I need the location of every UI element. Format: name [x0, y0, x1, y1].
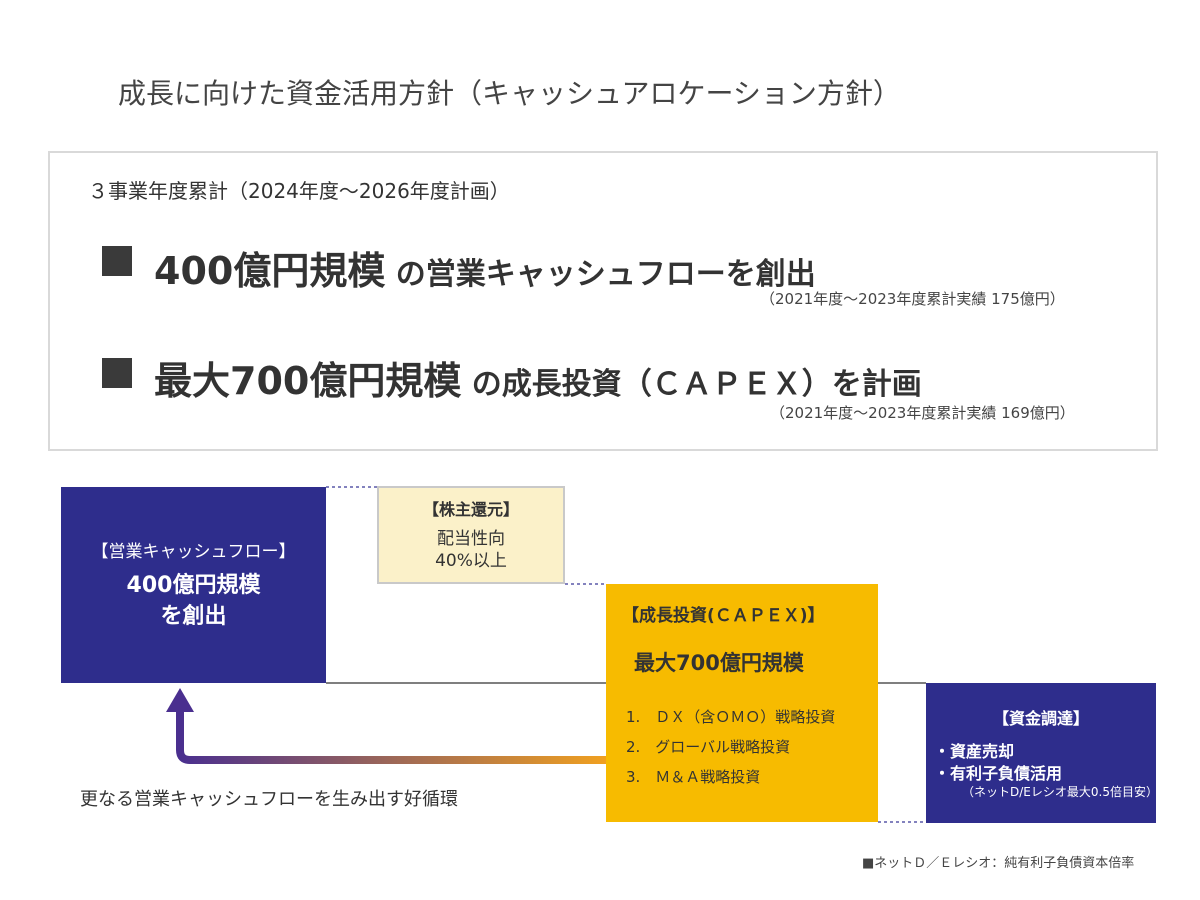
point-actual: （2021年度～2023年度累計実績 169億円）: [770, 404, 1075, 422]
footnote: ■ネットＤ／Ｅレシオ：純有利子負債資本倍率: [862, 856, 1135, 871]
summary-point-operating-cf: 400億円規模 の営業キャッシュフローを創出: [154, 240, 816, 295]
operating-cf-value: 400億円規模 を創出: [61, 571, 326, 633]
summary-point-capex: 最大700億円規模 の成長投資（ＣＡＰＥＸ）を計画: [154, 350, 922, 405]
bullet-square-icon: [102, 358, 132, 388]
list-item: 3. Ｍ＆Ａ戦略投資: [626, 768, 761, 786]
bullet-square-icon: [102, 246, 132, 276]
shareholder-return-box: 【株主還元】 配当性向 40%以上: [377, 486, 565, 584]
funding-label: 【資金調達】: [992, 709, 1089, 728]
page-title: 成長に向けた資金活用方針（キャッシュアロケーション方針）: [118, 77, 901, 110]
point-text: の営業キャッシュフローを創出: [385, 257, 816, 292]
shareholder-return-value: 配当性向 40%以上: [379, 528, 563, 572]
summary-box: [48, 151, 1158, 451]
capex-value: 最大700億円規模: [634, 651, 804, 675]
capex-label: 【成長投資(ＣＡＰＥＸ)】: [622, 606, 825, 626]
shareholder-return-value-line: 40%以上: [435, 551, 507, 572]
operating-cf-label: 【営業キャッシュフロー】: [91, 542, 296, 562]
list-item: 2. グローバル戦略投資: [626, 738, 791, 756]
funding-box: 【資金調達】 ・資産売却 ・有利子負債活用 （ネットD/Eレシオ最大0.5倍目安…: [926, 683, 1158, 823]
summary-period: ３事業年度累計（2024年度～2026年度計画）: [88, 179, 510, 203]
funding-items: ・資産売却 ・有利子負債活用 （ネットD/Eレシオ最大0.5倍目安）: [926, 741, 1158, 800]
list-item: ・資産売却: [934, 742, 1015, 761]
point-text: の成長投資（ＣＡＰＥＸ）を計画: [461, 367, 922, 402]
funding-note: （ネットD/Eレシオ最大0.5倍目安）: [962, 785, 1158, 800]
cycle-arrow: [176, 712, 606, 764]
list-item: ・有利子負債活用: [934, 763, 1063, 783]
operating-cf-value-line: を創出: [160, 603, 227, 629]
cycle-arrow-head-icon: [166, 688, 194, 712]
point-actual: （2021年度～2023年度累計実績 175億円）: [760, 290, 1065, 308]
shareholder-return-label: 【株主還元】: [422, 500, 519, 519]
point-highlight: 400億円規模: [154, 249, 386, 293]
capex-box: 【成長投資(ＣＡＰＥＸ)】 最大700億円規模 1. ＤＸ（含ＯＭＯ）戦略投資 …: [606, 584, 878, 822]
capex-strategy-list: 1. ＤＸ（含ＯＭＯ）戦略投資 2. グローバル戦略投資 3. Ｍ＆Ａ戦略投資: [626, 706, 835, 796]
shareholder-return-value-line: 配当性向: [437, 529, 505, 549]
operating-cf-value-line: 400億円規模: [126, 573, 261, 598]
list-item: 1. ＤＸ（含ＯＭＯ）戦略投資: [626, 708, 836, 726]
operating-cf-box: 【営業キャッシュフロー】 400億円規模 を創出: [61, 487, 326, 683]
cycle-caption: 更なる営業キャッシュフローを生み出す好循環: [80, 789, 458, 810]
point-highlight: 最大700億円規模: [154, 359, 462, 403]
